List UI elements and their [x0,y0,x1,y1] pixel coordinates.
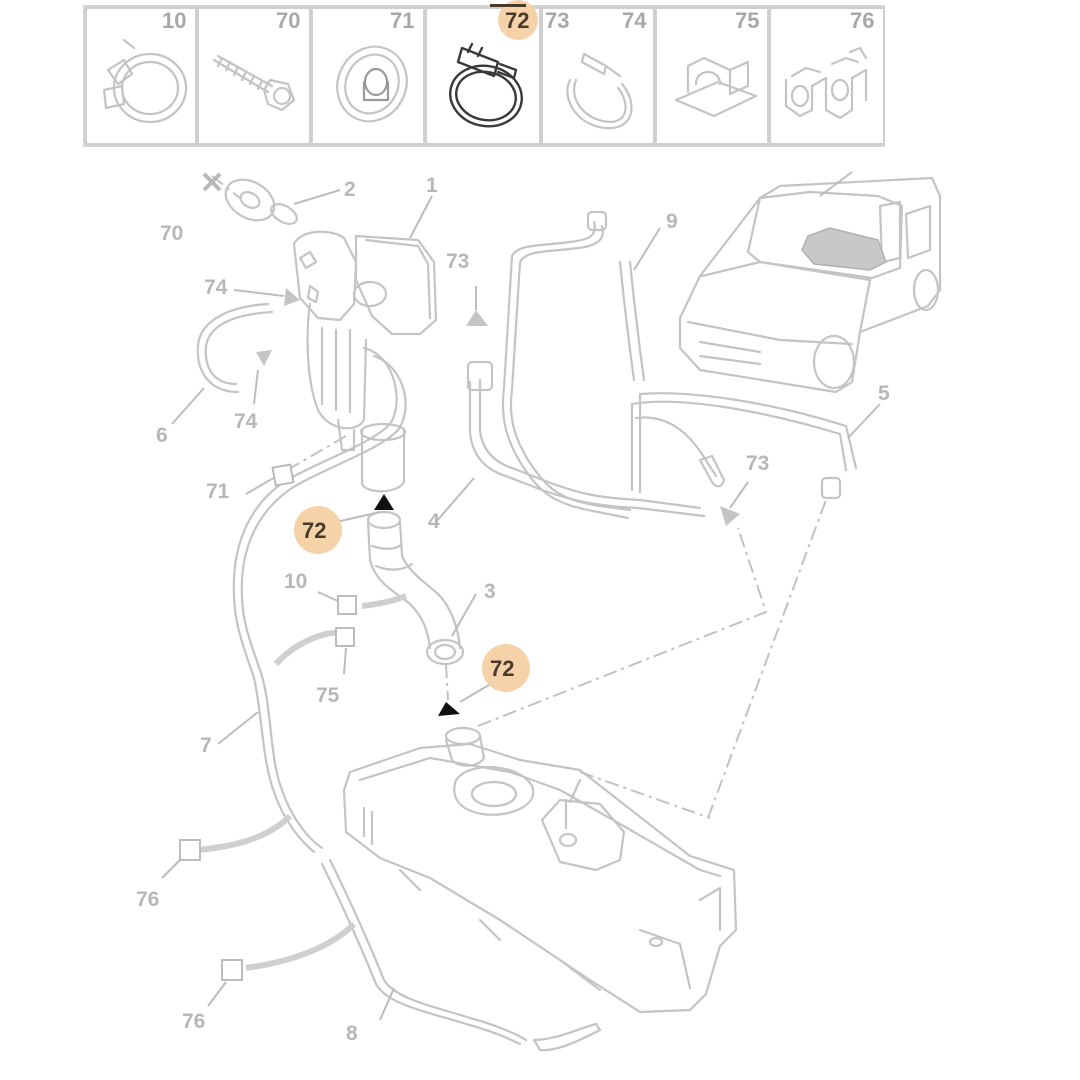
callout-70[interactable]: 70 [160,222,183,245]
callout-73-b[interactable]: 73 [746,452,769,475]
callout-74-b[interactable]: 74 [234,410,258,433]
pipe-4[interactable] [466,210,858,520]
leader-lines [161,189,881,1021]
pipe-8[interactable] [320,858,602,1052]
strip-label-70: 70 [276,8,300,33]
filler-hose-3[interactable] [366,510,465,666]
callout-7[interactable]: 7 [200,734,212,757]
vehicle-location-inset [678,171,942,394]
strip-cell-73[interactable]: 73 [541,7,655,145]
pipe-5[interactable] [698,454,842,500]
callout-9[interactable]: 9 [666,210,678,233]
strip-label-75: 75 [735,8,759,33]
strip-label-74: 74 [622,8,647,33]
strip-label-73: 73 [545,8,569,33]
callout-76-b[interactable]: 76 [182,1010,205,1033]
highlight-badge [498,0,538,40]
spring-clip-icon [566,52,633,130]
strip-cell-72[interactable]: 72 [425,0,541,145]
fuel-tank[interactable] [342,726,738,1014]
strip-cell-70[interactable]: 70 [197,7,311,145]
callout-75[interactable]: 75 [316,684,340,707]
callout-72-badge-b [482,644,530,692]
fuel-pump-module[interactable] [218,171,438,452]
callout-1[interactable]: 1 [426,174,438,197]
callout-72-b[interactable]: 72 [490,656,514,681]
filler-neck-upper[interactable] [359,422,407,493]
clip-indicator-strokes [197,593,408,971]
callout-2[interactable]: 2 [344,178,356,201]
strip-cell-10[interactable]: 10 [85,7,197,145]
callout-5[interactable]: 5 [878,382,890,405]
strip-cell-74[interactable]: 74 [622,7,769,145]
callout-73-a[interactable]: 73 [446,250,469,273]
hose-clip-icon [102,38,188,124]
parts-strip: 10 70 71 [83,0,885,147]
callout-10[interactable]: 10 [284,570,307,593]
arrow-heads [256,288,740,716]
strip-cell-71[interactable]: 71 [311,7,425,145]
screw-icon [212,54,296,112]
strip-label-76: 76 [850,8,874,33]
grommet-icon [336,45,408,123]
strip-label-72: 72 [505,8,529,33]
callout-72-badge-a [294,506,342,554]
fuel-tank-location-highlight [801,227,887,271]
strip-cell-75[interactable]: 75 76 [735,7,885,145]
callout-3[interactable]: 3 [484,580,496,603]
callout-4[interactable]: 4 [428,510,440,533]
hose-9[interactable] [618,260,646,382]
callout-76-a[interactable]: 76 [136,888,159,911]
strip-label-71: 71 [390,8,414,33]
fastener-squares [179,172,357,981]
pipe-clip-icon [674,56,758,118]
callout-8[interactable]: 8 [346,1022,358,1045]
double-clip-icon [784,46,868,120]
hose-clamp-icon [449,42,523,128]
callout-72-a[interactable]: 72 [302,518,326,543]
strip-label-10: 10 [162,8,186,33]
callout-71[interactable]: 71 [206,480,230,503]
callout-74-a[interactable]: 74 [204,276,228,299]
hose-6[interactable] [196,302,274,394]
callout-6[interactable]: 6 [156,424,168,447]
screw-cross-icon [202,172,222,192]
callout-labels: 1 2 3 4 5 6 7 8 9 10 70 71 72 72 73 73 7… [136,174,890,1045]
